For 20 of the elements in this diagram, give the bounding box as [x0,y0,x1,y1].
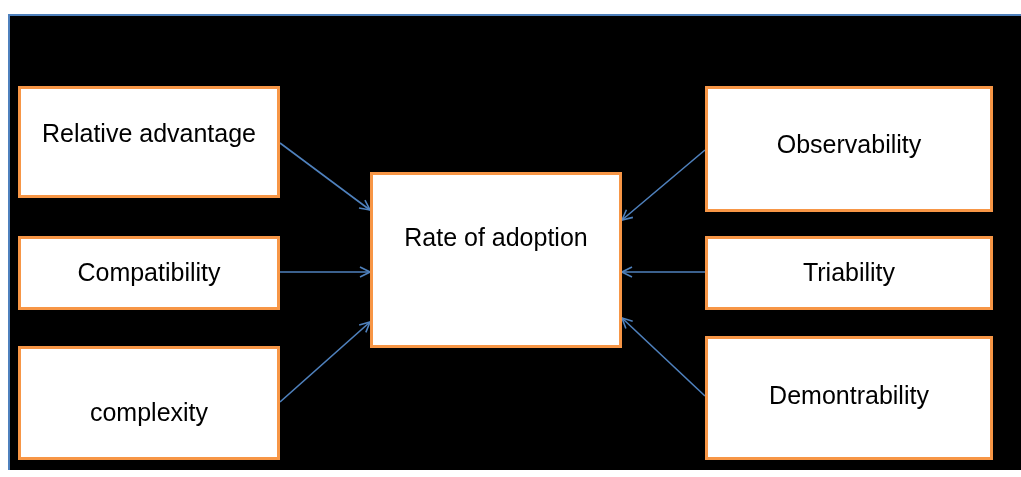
box-label: Demontrability [769,380,929,412]
process-box [18,86,280,198]
box-label: Observability [776,129,922,161]
process-box [705,86,993,212]
process-box [705,236,993,310]
process-box [705,336,993,460]
box-label: Relative advantage [41,118,256,150]
arrow [621,149,706,221]
box-label: Compatibility [77,257,221,289]
process-box [18,346,280,460]
arrow [279,142,371,211]
process-box [370,172,622,348]
process-box [18,236,280,310]
box-label: Triability [802,257,896,289]
box-label: complexity [89,397,209,429]
box-label: Rate of adoption [404,222,588,254]
arrow [279,266,371,278]
arrow [621,317,706,397]
arrow [279,321,371,403]
arrow [621,266,706,278]
